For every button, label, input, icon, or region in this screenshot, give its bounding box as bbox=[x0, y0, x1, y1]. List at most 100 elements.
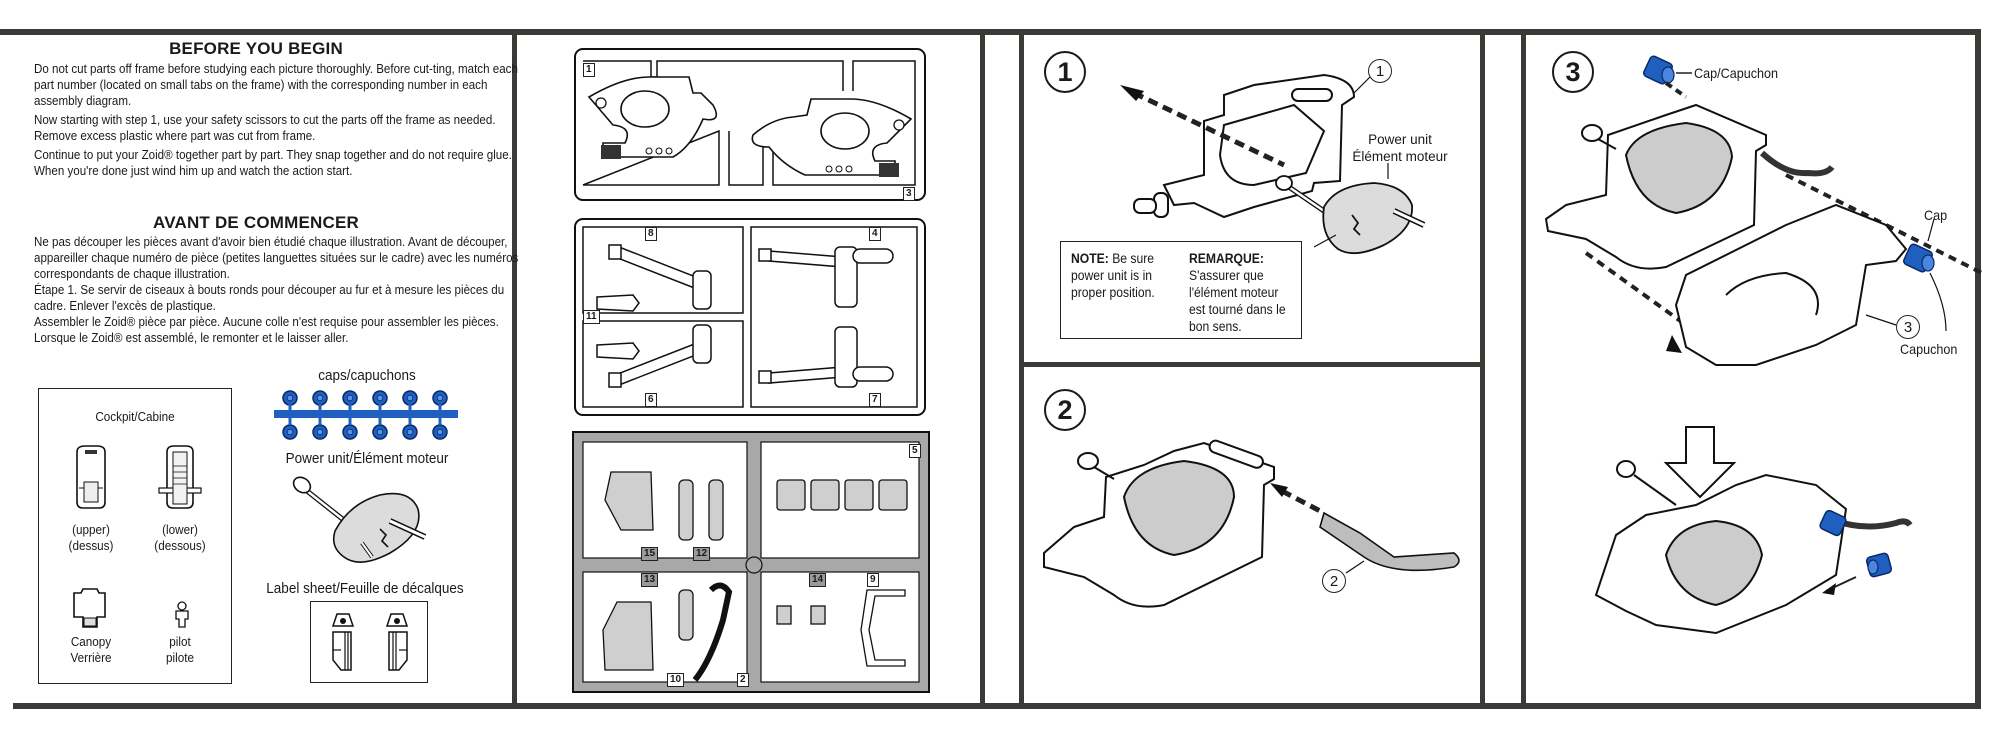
cap-gate bbox=[318, 404, 322, 411]
cap-hole bbox=[316, 428, 324, 436]
step-1-number: 1 bbox=[1044, 51, 1086, 93]
avant-paragraph-2: Étape 1. Se servir de ciseaux à bouts ro… bbox=[34, 283, 505, 313]
panel-divider-3a bbox=[1480, 29, 1485, 709]
canopy-en: Canopy bbox=[70, 634, 112, 649]
cap-top-icon bbox=[1643, 55, 1675, 85]
avant-de-commencer-heading: AVANT DE COMMENCER bbox=[152, 213, 360, 232]
part-number-3: 3 bbox=[903, 187, 915, 201]
cap-assembled-icon bbox=[1819, 509, 1847, 537]
avant-paragraph-1: Ne pas découper les pièces avant d'avoir… bbox=[34, 235, 519, 281]
cap-gate bbox=[318, 418, 322, 425]
pilot-en: pilot bbox=[169, 634, 191, 649]
part-number-7: 7 bbox=[869, 393, 881, 407]
sprue-a-drawing bbox=[574, 48, 926, 201]
cockpit-lower-icon bbox=[158, 445, 202, 509]
before-paragraph-2: Now starting with step 1, use your safet… bbox=[34, 113, 496, 143]
cap-gate bbox=[438, 418, 442, 425]
canopy-fr: Verrière bbox=[70, 650, 112, 665]
note-en-text: Be sure power unit is in proper position… bbox=[1071, 251, 1155, 300]
note-fr-text: S'assurer que l'élément moteur est tourn… bbox=[1189, 268, 1286, 334]
cap-loose-icon bbox=[1865, 552, 1893, 578]
panel-divider-3b bbox=[1521, 29, 1526, 709]
step-3-number: 3 bbox=[1552, 51, 1594, 93]
step-1-callout: 1 bbox=[1368, 59, 1392, 83]
power-unit-label: Power unit/Élément moteur bbox=[285, 450, 449, 467]
cap-gate bbox=[408, 418, 412, 425]
before-you-begin-text: Do not cut parts off frame before studyi… bbox=[34, 61, 518, 179]
cap-gate bbox=[378, 418, 382, 425]
step-1-panel: 1 1 Power unit Élément moteur bbox=[1024, 35, 1480, 362]
note-fr: REMARQUE: S'assurer que l'élément moteur… bbox=[1189, 250, 1295, 335]
panel-divider-1 bbox=[512, 29, 517, 709]
page-frame-right bbox=[1975, 29, 1981, 709]
part-number-11: 11 bbox=[583, 310, 600, 324]
before-you-begin-heading: BEFORE YOU BEGIN bbox=[169, 39, 343, 58]
cap-label: Cap bbox=[1924, 207, 1948, 223]
label-sheet-label: Label sheet/Feuille de décalques bbox=[266, 580, 464, 597]
part-number-6: 6 bbox=[645, 393, 657, 407]
cockpit-lower-en: (lower) bbox=[162, 522, 198, 537]
cap-gate bbox=[438, 404, 442, 411]
canopy-icon bbox=[73, 588, 106, 628]
power-unit-label-fr: Élément moteur bbox=[1352, 149, 1448, 164]
panel-divider-2a bbox=[980, 29, 985, 709]
cockpit-title: Cockpit/Cabine bbox=[95, 409, 175, 424]
sprue-c: 5 15 12 13 14 9 10 2 bbox=[571, 430, 931, 694]
part-number-8: 8 bbox=[645, 227, 657, 241]
cap-hole bbox=[436, 428, 444, 436]
step-3-illustration bbox=[1544, 55, 1987, 635]
pilot-icon bbox=[175, 601, 189, 628]
part-number-1: 1 bbox=[583, 63, 595, 77]
canopy-label: Canopy Verrière bbox=[53, 634, 129, 666]
caps-label: caps/capuchons bbox=[318, 367, 416, 384]
cap-hole bbox=[406, 394, 414, 402]
note-fr-heading: REMARQUE: bbox=[1189, 251, 1264, 266]
pilot-fr: pilote bbox=[166, 650, 194, 665]
cockpit-upper-label: (upper) (dessus) bbox=[53, 522, 129, 554]
step-divider bbox=[1019, 362, 1485, 367]
avant-paragraph-3: Assembler le Zoid® pièce par pièce. Aucu… bbox=[34, 315, 499, 345]
cockpit-box: Cockpit/Cabine (upper) (dessus) (lower) … bbox=[38, 388, 232, 684]
cockpit-lower-label: (lower) (dessous) bbox=[140, 522, 221, 554]
part-number-5: 5 bbox=[909, 444, 921, 458]
cap-gate bbox=[378, 404, 382, 411]
step-1-illustration bbox=[1120, 73, 1426, 255]
caps-runner bbox=[274, 410, 458, 418]
label-sheet-box bbox=[310, 601, 428, 683]
decal-right-icon bbox=[385, 613, 409, 671]
note-en: NOTE: Be sure power unit is in proper po… bbox=[1071, 250, 1161, 301]
decal-left-icon bbox=[331, 613, 355, 671]
step-2-illustration bbox=[1043, 439, 1460, 608]
cap-hole bbox=[376, 394, 384, 402]
before-paragraph-3: Continue to put your Zoid® together part… bbox=[34, 148, 512, 178]
step-3-panel: 3 bbox=[1526, 35, 1987, 703]
panel-divider-2b bbox=[1019, 29, 1024, 709]
sprue-b-drawing bbox=[574, 218, 926, 416]
cap-hole bbox=[286, 428, 294, 436]
part-number-14: 14 bbox=[809, 573, 827, 587]
step-1-note-box: NOTE: Be sure power unit is in proper po… bbox=[1060, 241, 1302, 339]
avant-de-commencer-text: Ne pas découper les pièces avant d'avoir… bbox=[34, 234, 518, 346]
step-2-number: 2 bbox=[1044, 389, 1086, 431]
before-paragraph-1: Do not cut parts off frame before studyi… bbox=[34, 62, 518, 108]
step-3-callout: 3 bbox=[1896, 315, 1920, 339]
cap-hole bbox=[286, 394, 294, 402]
cap-hole bbox=[346, 394, 354, 402]
cockpit-upper-fr: (dessus) bbox=[68, 538, 114, 553]
note-en-heading: NOTE: bbox=[1071, 251, 1109, 266]
cap-gate bbox=[408, 404, 412, 411]
cap-gate bbox=[288, 418, 292, 425]
page-frame-bottom bbox=[13, 703, 1981, 709]
cap-hole bbox=[406, 428, 414, 436]
part-number-12: 12 bbox=[693, 547, 711, 561]
instructions-panel: BEFORE YOU BEGIN Do not cut parts off fr… bbox=[0, 35, 518, 703]
capuchon-label: Capuchon bbox=[1900, 341, 1958, 357]
step-1-part-label: Power unit Élément moteur bbox=[1344, 131, 1456, 165]
cap-right-icon bbox=[1903, 243, 1935, 273]
part-number-15: 15 bbox=[641, 547, 659, 561]
part-number-10: 10 bbox=[667, 673, 685, 687]
power-unit-icon bbox=[292, 476, 427, 563]
sprue-b: 8 4 11 6 7 bbox=[573, 217, 927, 417]
part-number-9: 9 bbox=[867, 573, 879, 587]
caps-sprue-icon bbox=[274, 390, 458, 440]
